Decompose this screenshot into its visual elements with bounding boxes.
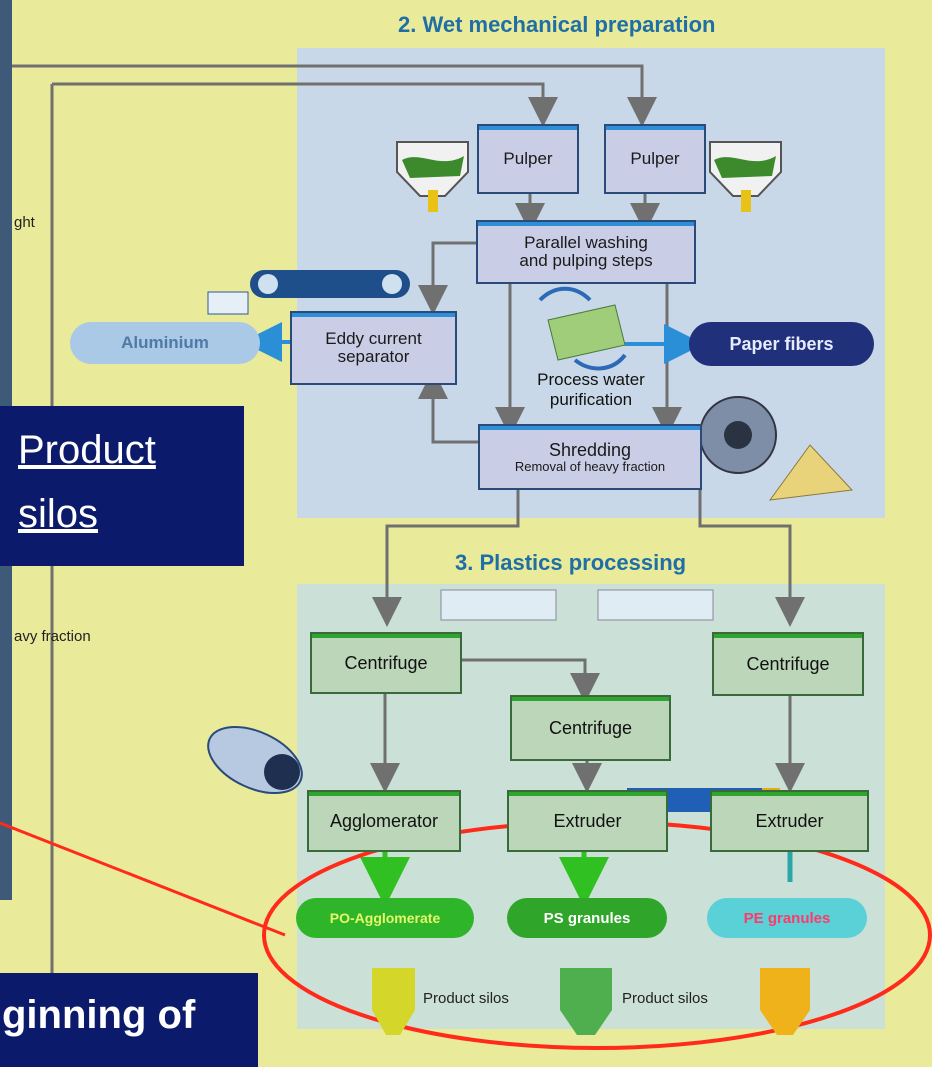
shredder-blade-icon [699,396,777,474]
beginning-of-text: ginning of [2,993,196,1037]
process-line-1: Process water [537,370,645,389]
pe-granules-pill: PE granules [707,898,867,938]
agglomerator-drum-icon [207,725,303,795]
pulper-box-left: Pulper [477,124,579,194]
heavy-fraction-pile-icon [768,444,854,501]
product-silos-label-1: Product silos [423,990,509,1007]
wet-prep-title: 2. Wet mechanical preparation [398,12,716,37]
eddy-line-2: separator [337,347,410,366]
centrifuge-left-box: Centrifuge [310,632,462,694]
left-fragment-heavy-fraction: avy fraction [14,628,91,645]
eddy-line-1: Eddy current [325,329,422,349]
product-silos-line-1[interactable]: Product [18,428,156,472]
pulper-machine-icon [709,141,782,212]
ps-granules-pill: PS granules [507,898,667,938]
product-silos-line-2[interactable]: silos [18,492,99,536]
water-purification-icon [538,286,627,371]
centrifuge-right-box: Centrifuge [712,632,864,696]
silo-icon [372,968,810,1035]
centrifuge-mid-box: Centrifuge [510,695,671,761]
shredding-line-1: Shredding [548,439,632,460]
pulper-box-right: Pulper [604,124,706,194]
parallel-washing-box: Parallel washing and pulping steps [476,220,696,284]
aluminium-output: Aluminium [70,322,260,364]
plastics-title: 3. Plastics processing [455,550,687,575]
process-line-2: purification [549,389,633,409]
pulper-machine-icon [396,141,469,212]
agglomerator-box: Agglomerator [307,790,461,852]
left-fragment-ght: ght [14,214,35,231]
shredding-box: Shredding Removal of heavy fraction [478,424,702,490]
extruder-mid-box: Extruder [507,790,668,852]
extruder-right-box: Extruder [710,790,869,852]
beginning-of-overlay: ginning of [0,973,258,1067]
conveyor-belt-icon [207,270,410,315]
product-silos-label-2: Product silos [622,990,708,1007]
product-silos-overlay[interactable]: Product silos [0,406,244,566]
shredding-line-2: Removal of heavy fraction [514,458,666,474]
paper-fibers-output: Paper fibers [689,322,874,366]
parallel-line-1: Parallel washing [524,233,648,253]
process-water-label: Process water purification [516,370,666,409]
po-agglomerate-pill: PO-Agglomerate [296,898,474,938]
eddy-current-box: Eddy current separator [290,311,457,385]
parallel-line-2: and pulping steps [519,251,653,270]
